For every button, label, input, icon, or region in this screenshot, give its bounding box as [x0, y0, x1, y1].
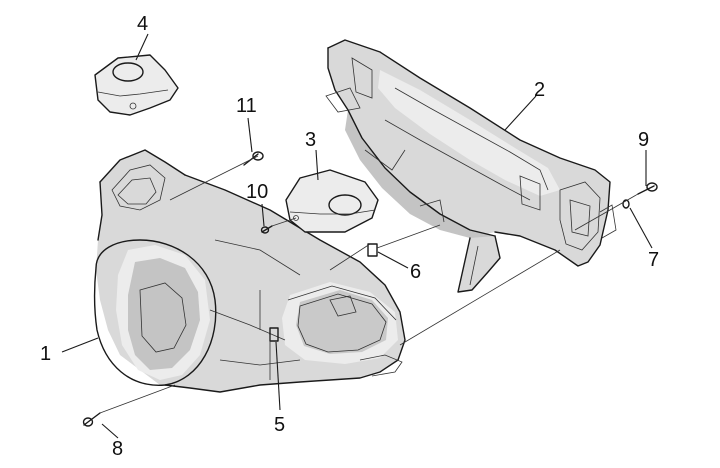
- callout-part-7: 7: [648, 249, 659, 271]
- screw-8: [82, 412, 101, 427]
- callout-part-3: 3: [305, 129, 316, 151]
- rear-handlebar-cover: [325, 39, 617, 293]
- callout-part-6: 6: [410, 261, 421, 283]
- callout-part-11: 11: [236, 95, 257, 117]
- screw-10: [260, 225, 273, 234]
- callout-part-4: 4: [137, 13, 148, 35]
- leader-lines: [61, 33, 653, 439]
- callout-part-1: 1: [40, 343, 51, 365]
- callout-part-5: 5: [274, 414, 285, 436]
- assembly-guide-lines: [99, 155, 639, 414]
- clip-5: [269, 327, 279, 342]
- callout-part-9: 9: [638, 129, 649, 151]
- callout-part-8: 8: [112, 438, 123, 460]
- callout-part-10: 10: [246, 181, 268, 203]
- middle-cover-cap: [285, 169, 379, 233]
- clip-6: [367, 243, 378, 257]
- top-cover-cap: [94, 54, 179, 116]
- callout-part-2: 2: [534, 79, 545, 101]
- washer-7: [622, 199, 630, 209]
- screw-9: [637, 182, 658, 195]
